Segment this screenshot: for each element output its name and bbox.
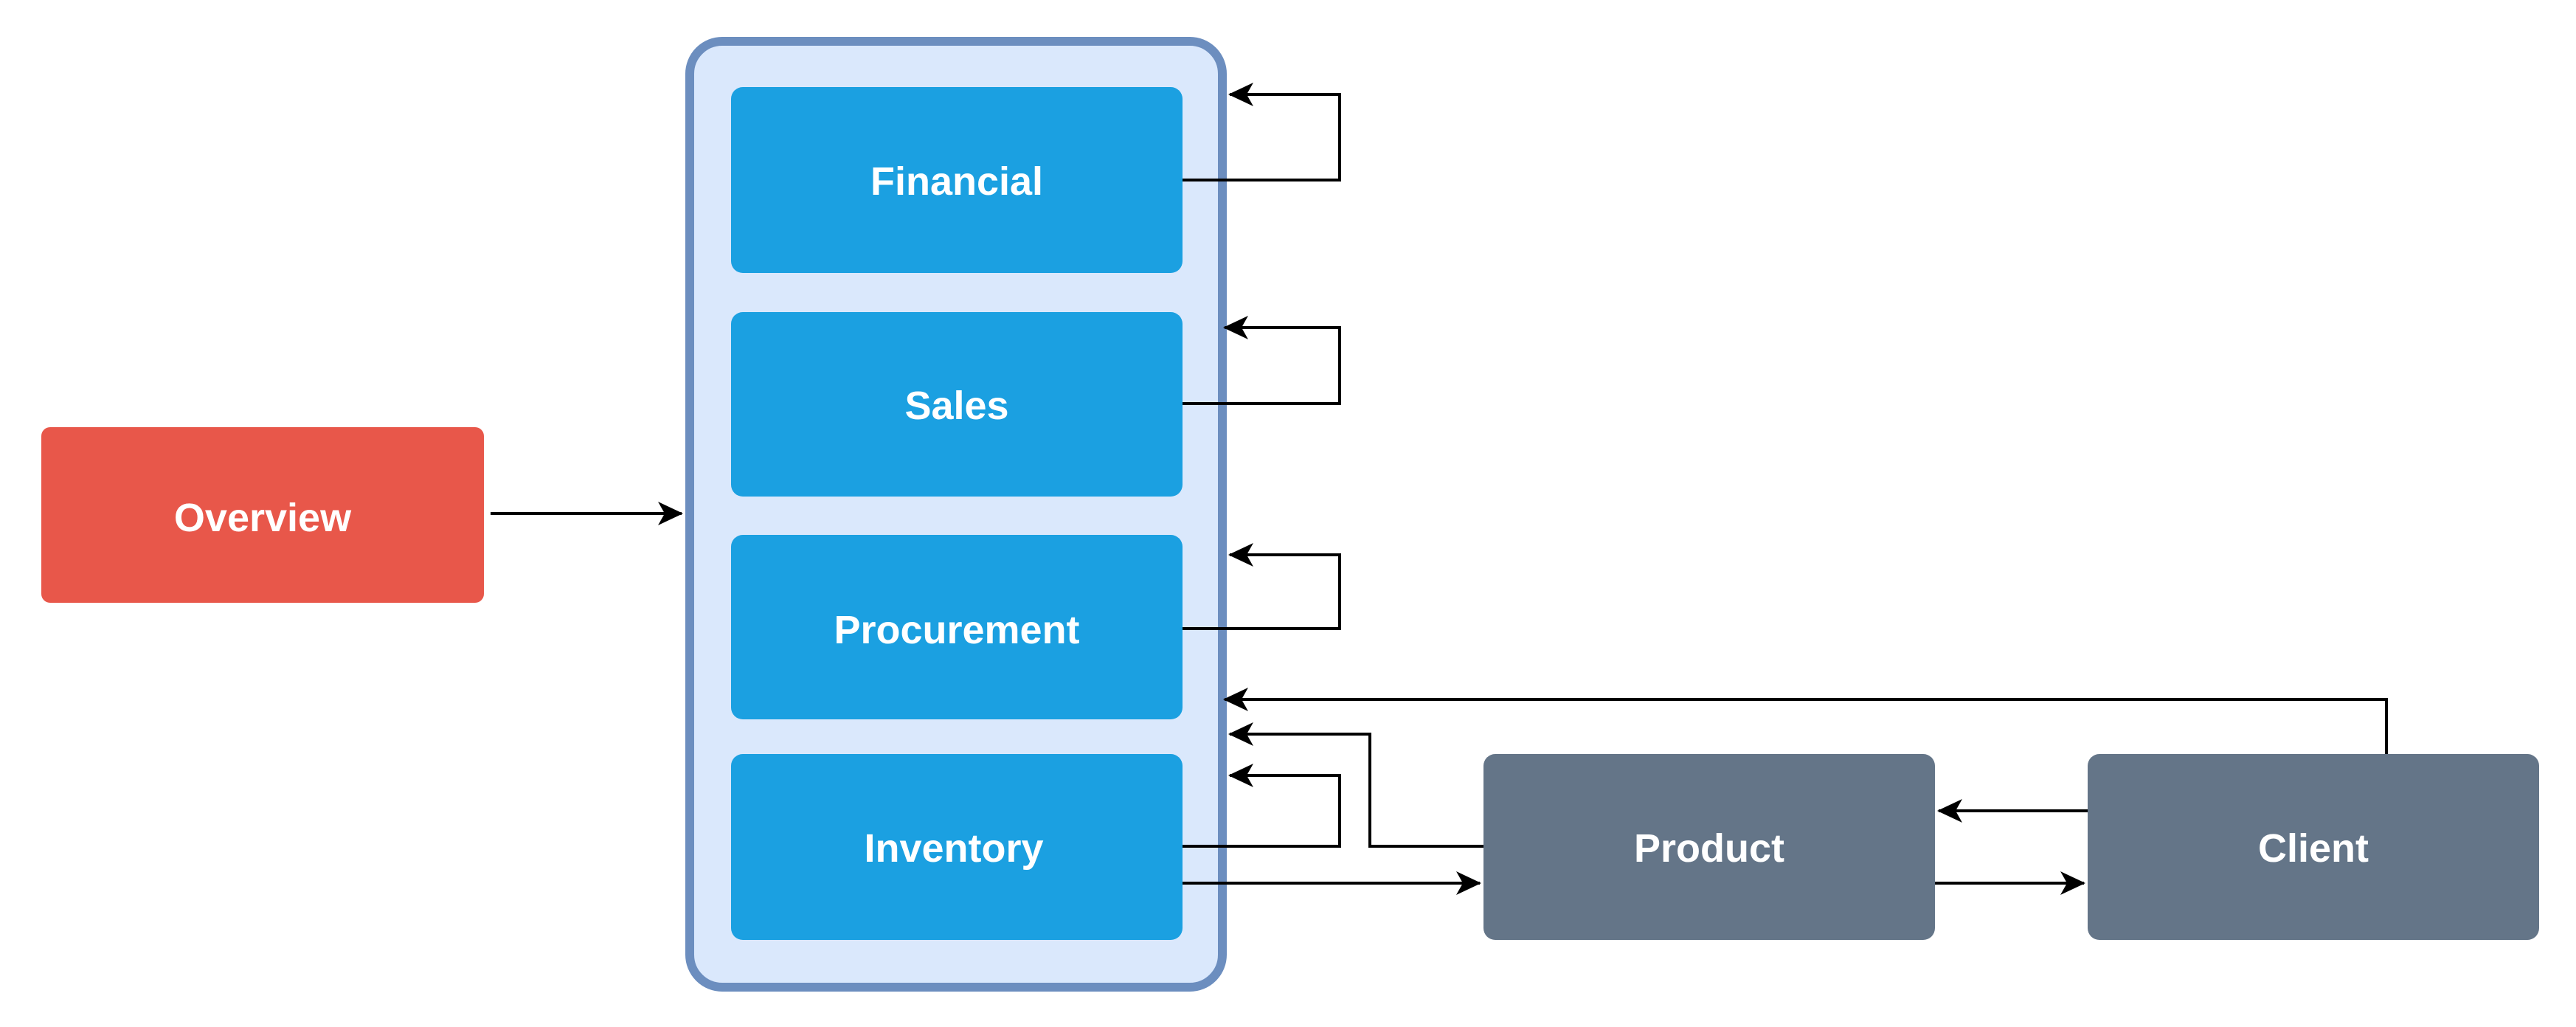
- procurement-label: Procurement: [834, 608, 1079, 652]
- inventory-node[interactable]: Inventory: [731, 754, 1183, 940]
- product-node[interactable]: Product: [1483, 754, 1935, 940]
- edge-sales-self-loop: [1183, 316, 1341, 405]
- product-box: [1483, 754, 1935, 940]
- procurement-node[interactable]: Procurement: [731, 535, 1183, 719]
- financial-box: [731, 87, 1183, 273]
- financial-node[interactable]: Financial: [731, 87, 1183, 273]
- modules-container: [685, 37, 1227, 992]
- inventory-box: [731, 754, 1183, 940]
- client-label: Client: [2258, 826, 2369, 871]
- sales-node[interactable]: Sales: [731, 312, 1183, 497]
- inventory-label: Inventory: [864, 826, 1043, 871]
- overview-box: [41, 427, 484, 603]
- overview-node[interactable]: Overview: [41, 427, 484, 603]
- edge-procurement-self-loop: [1183, 543, 1341, 630]
- edge-client-to-modules: [1223, 688, 2388, 754]
- edge-inventory-self-loop: [1183, 764, 1341, 848]
- product-label: Product: [1634, 826, 1784, 871]
- sales-label: Sales: [904, 384, 1008, 428]
- procurement-box: [731, 535, 1183, 719]
- client-node[interactable]: Client: [2088, 754, 2539, 940]
- sales-box: [731, 312, 1183, 497]
- financial-label: Financial: [870, 159, 1043, 204]
- client-box: [2088, 754, 2539, 940]
- edge-financial-self-loop: [1183, 83, 1341, 181]
- overview-label: Overview: [174, 496, 352, 540]
- edge-product-to-modules: [1228, 722, 1483, 848]
